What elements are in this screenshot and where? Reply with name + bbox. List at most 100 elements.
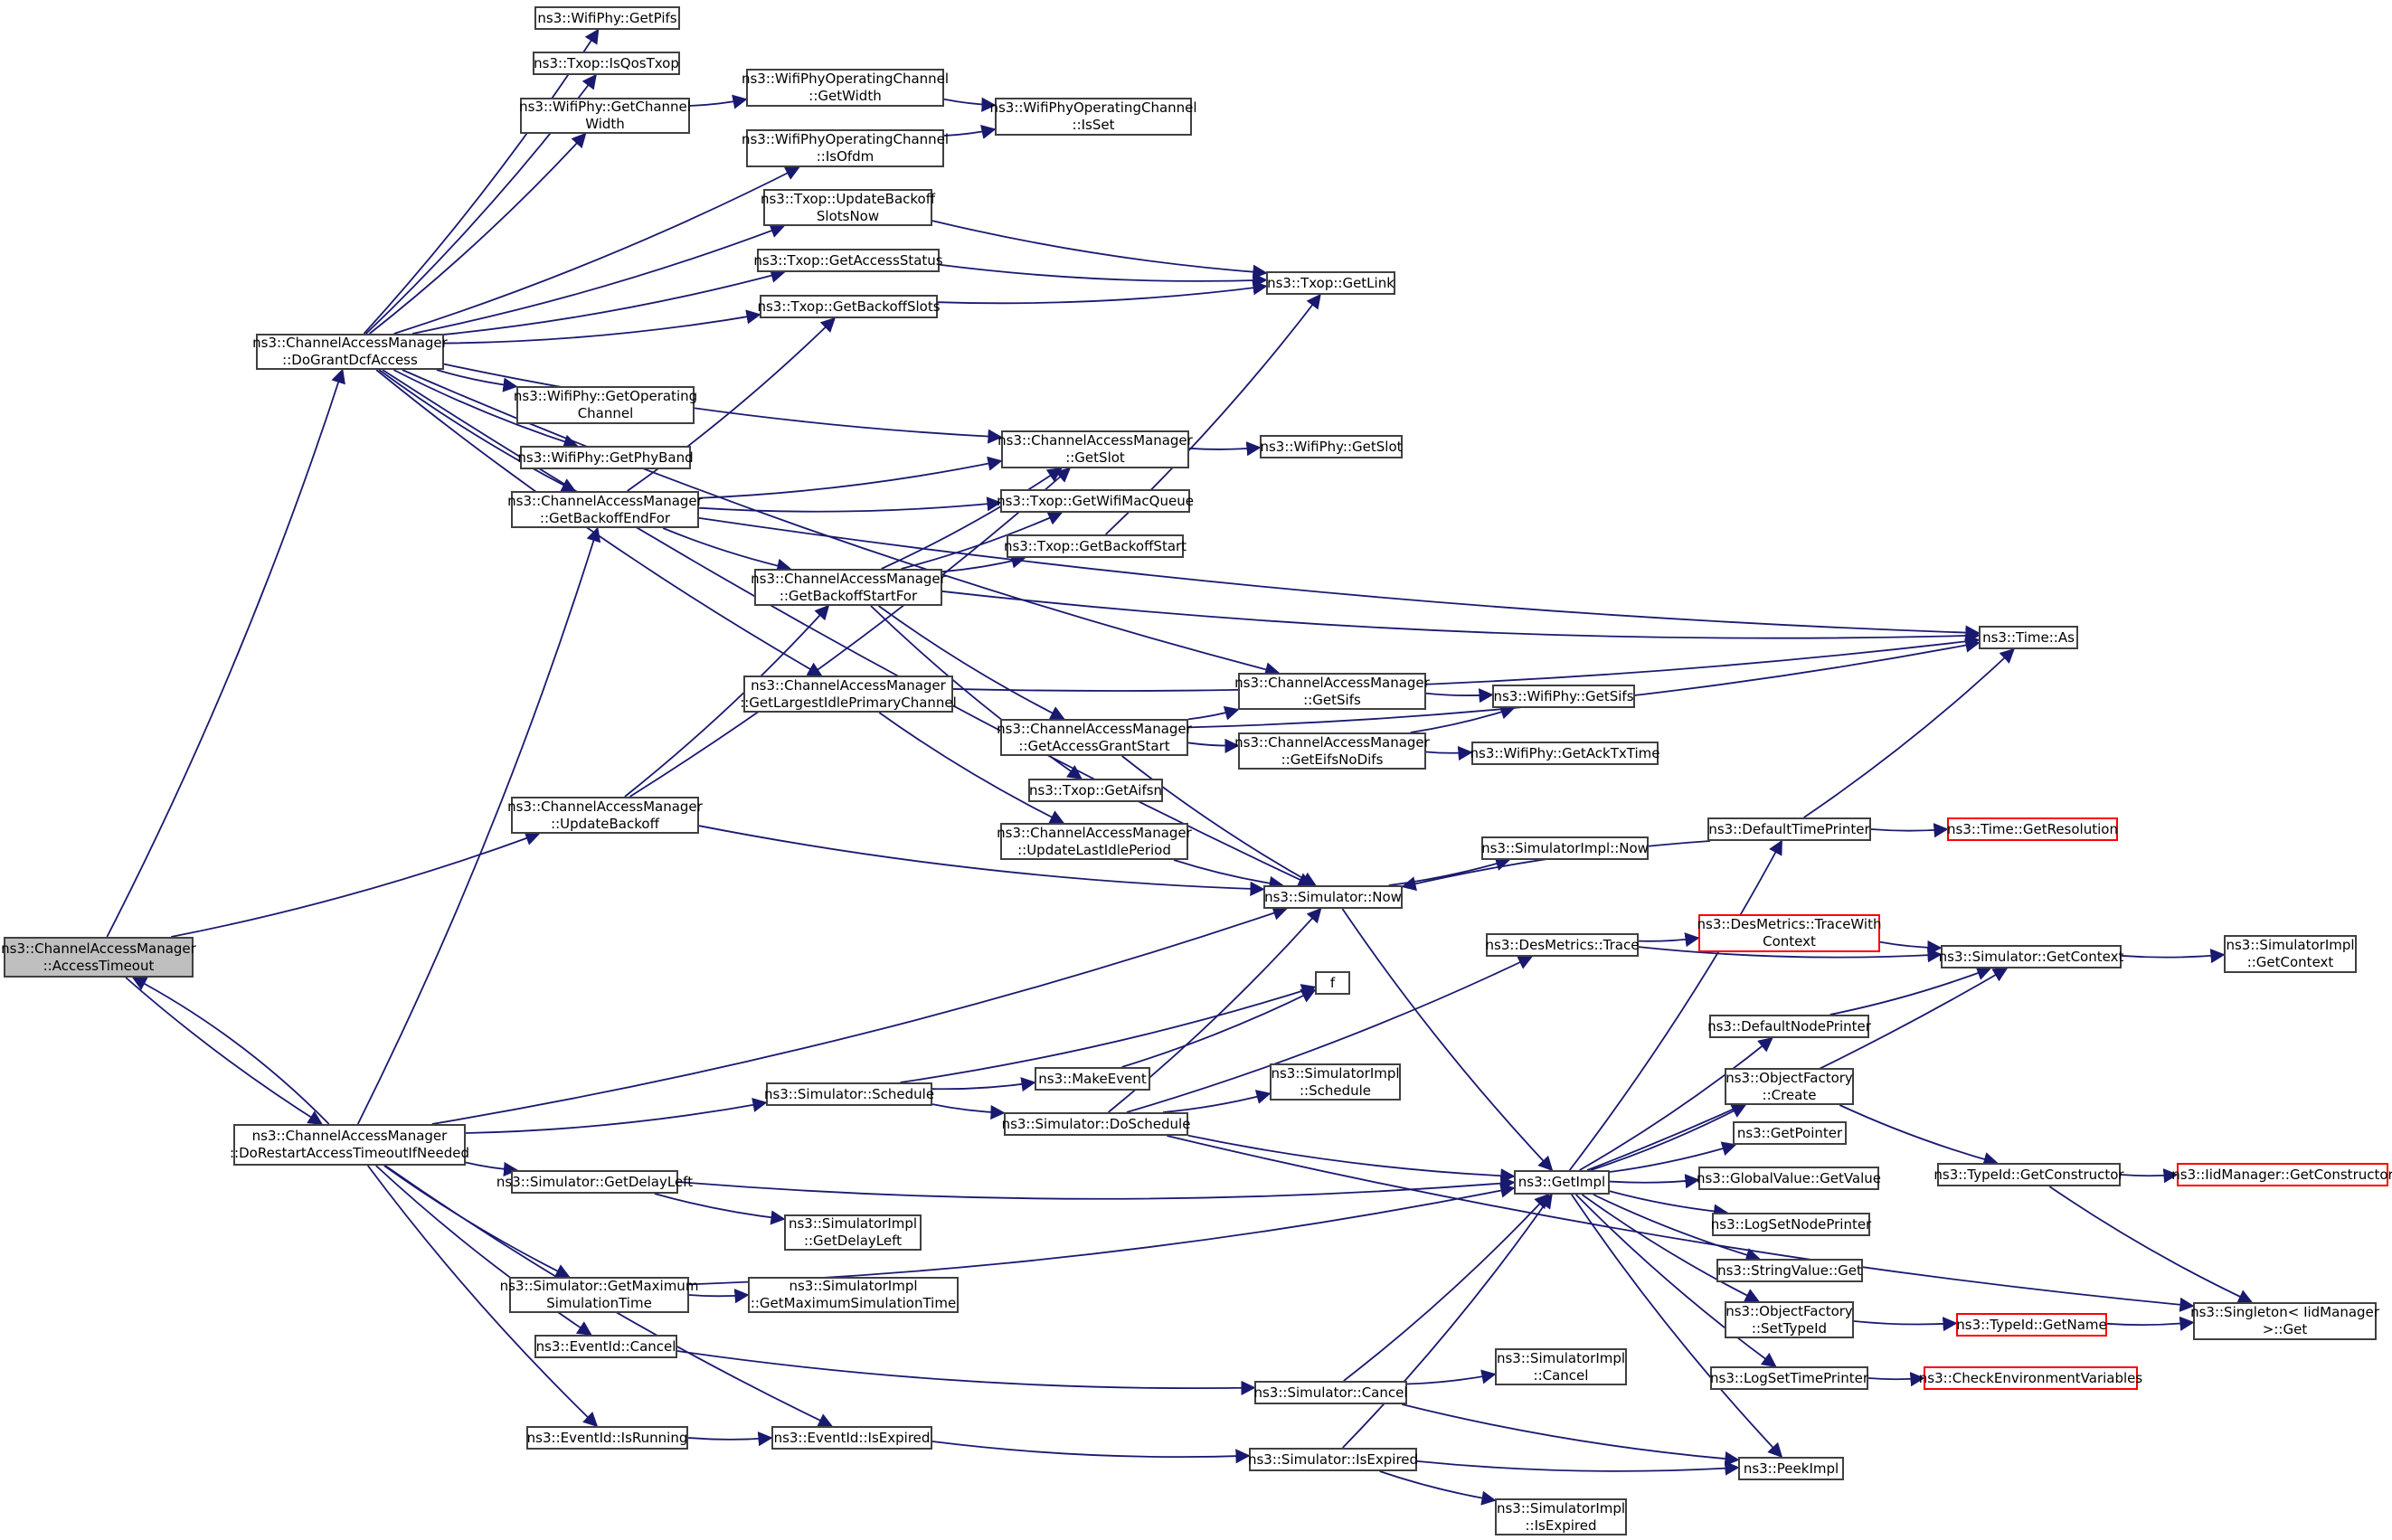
call-edge-SimSchedule-to-SimDoSchedule <box>931 1103 1006 1120</box>
node-peek-impl[interactable]: ns3::PeekImpl <box>1738 1457 1844 1480</box>
node-f[interactable]: f <box>1315 971 1350 995</box>
node-simulator-get-delay-left[interactable]: ns3::Simulator::GetDelayLeft <box>496 1170 693 1194</box>
call-edge-SimGetContext-to-ImplGetContext <box>2121 949 2226 964</box>
node-simulator-schedule[interactable]: ns3::Simulator::Schedule <box>764 1082 934 1106</box>
node-typeid-get-constructor[interactable]: ns3::TypeId::GetConstructor <box>1933 1163 2124 1186</box>
node-label: ns3::WifiPhyOperatingChannel ::IsOfdm <box>741 131 950 165</box>
node-cam-get-sifs[interactable]: ns3::ChannelAccessManager ::GetSifs <box>1234 673 1430 710</box>
node-label: ns3::WifiPhy::GetSifs <box>1493 687 1634 704</box>
node-event-id-is-running[interactable]: ns3::EventId::IsRunning <box>526 1426 688 1450</box>
node-global-value-get-value[interactable]: ns3::GlobalValue::GetValue <box>1696 1167 1882 1190</box>
node-simulatorimpl-get-context[interactable]: ns3::SimulatorImpl ::GetContext <box>2224 935 2357 973</box>
node-simulator-get-max-sim-time[interactable]: ns3::Simulator::GetMaximum SimulationTim… <box>500 1277 698 1313</box>
node-label: ns3::DesMetrics::Trace <box>1485 936 1640 953</box>
node-op-channel-is-ofdm[interactable]: ns3::WifiPhyOperatingChannel ::IsOfdm <box>742 129 949 167</box>
call-edge-GetImpl-to-LogSetTimePrinter <box>1575 1194 1777 1367</box>
node-get-access-grant-start[interactable]: ns3::ChannelAccessManager ::GetAccessGra… <box>997 719 1192 756</box>
node-simulator-do-schedule[interactable]: ns3::Simulator::DoSchedule <box>1002 1112 1190 1136</box>
node-get-backoff-slots[interactable]: ns3::Txop::GetBackoffSlots <box>757 295 941 318</box>
node-label: ns3::Simulator::GetContext <box>1938 948 2124 965</box>
node-wifiphy-get-slot[interactable]: ns3::WifiPhy::GetSlot <box>1260 435 1403 458</box>
node-simulatorimpl-schedule[interactable]: ns3::SimulatorImpl ::Schedule <box>1270 1063 1401 1101</box>
call-edge-SimSchedule-to-f <box>900 984 1317 1083</box>
node-log-set-node-printer[interactable]: ns3::LogSetNodePrinter <box>1711 1213 1871 1236</box>
node-update-last-idle-period[interactable]: ns3::ChannelAccessManager ::UpdateLastId… <box>997 823 1192 860</box>
node-simulator-get-context[interactable]: ns3::Simulator::GetContext <box>1938 945 2124 968</box>
node-check-environment-variables[interactable]: ns3::CheckEnvironmentVariables <box>1919 1366 2142 1390</box>
node-get-backoff-start[interactable]: ns3::Txop::GetBackoffStart <box>1004 534 1187 558</box>
node-simulator-now[interactable]: ns3::Simulator::Now <box>1263 885 1403 909</box>
node-default-node-printer[interactable]: ns3::DefaultNodePrinter <box>1707 1015 1871 1038</box>
node-desmetrics-trace[interactable]: ns3::DesMetrics::Trace <box>1486 933 1639 957</box>
node-string-value-get[interactable]: ns3::StringValue::Get <box>1716 1259 1863 1282</box>
call-edge-GetImpl-to-DefaultTimePrinter <box>1568 839 1782 1171</box>
call-edge-GetBackoffEndFor-to-GetWifiMacQueue <box>698 496 1002 513</box>
node-time-get-resolution[interactable]: ns3::Time::GetResolution <box>1947 817 2118 841</box>
node-simulatorimpl-now[interactable]: ns3::SimulatorImpl::Now <box>1481 836 1649 860</box>
node-iidmanager-get-constructor[interactable]: ns3::IidManager::GetConstructor <box>2171 1163 2392 1186</box>
node-label: ns3::Simulator::GetMaximum SimulationTim… <box>499 1278 699 1311</box>
call-edge-GetImpl-to-DefaultNodePrinter <box>1579 1036 1773 1171</box>
node-op-channel-is-set[interactable]: ns3::WifiPhyOperatingChannel ::IsSet <box>989 98 1197 136</box>
node-update-backoff-slots-now[interactable]: ns3::Txop::UpdateBackoff SlotsNow <box>760 189 936 226</box>
node-desmetrics-trace-with-context[interactable]: ns3::DesMetrics::TraceWith Context <box>1697 914 1882 952</box>
call-edge-GetImpl-to-PeekImpl <box>1571 1194 1783 1459</box>
call-edge-GetEifsNoDifs-to-PhyGetSifs <box>1410 704 1516 733</box>
node-get-eifs-no-difs[interactable]: ns3::ChannelAccessManager ::GetEifsNoDif… <box>1234 732 1430 770</box>
node-get-pifs[interactable]: ns3::WifiPhy::GetPifs <box>534 6 680 30</box>
node-op-channel-get-width[interactable]: ns3::WifiPhyOperatingChannel ::GetWidth <box>742 69 949 107</box>
call-edge-DoGrantDcfAccess-to-GetAccessStatus <box>443 268 786 335</box>
node-simulatorimpl-get-max-sim-time[interactable]: ns3::SimulatorImpl ::GetMaximumSimulatio… <box>748 1277 959 1313</box>
call-edge-SimSchedule-to-MakeEvent <box>931 1077 1036 1092</box>
call-edge-DoRestart-to-SimSchedule <box>465 1097 768 1134</box>
node-label: ns3::ChannelAccessManager ::GetSifs <box>1234 674 1430 708</box>
node-cam-get-slot[interactable]: ns3::ChannelAccessManager ::GetSlot <box>997 430 1193 468</box>
node-get-channel-width[interactable]: ns3::WifiPhy::GetChannel Width <box>519 98 691 134</box>
node-event-id-is-expired[interactable]: ns3::EventId::IsExpired <box>771 1426 932 1450</box>
call-edge-LogSetTimePrinter-to-CheckEnv <box>1867 1372 1925 1387</box>
call-edge-GetBackoffEndFor-to-TimeAs <box>698 516 1981 640</box>
node-label: ns3::ObjectFactory ::SetTypeId <box>1725 1302 1853 1337</box>
node-get-access-status[interactable]: ns3::Txop::GetAccessStatus <box>753 249 943 272</box>
node-get-operating-channel[interactable]: ns3::WifiPhy::GetOperating Channel <box>514 386 697 424</box>
node-get-ack-tx-time[interactable]: ns3::WifiPhy::GetAckTxTime <box>1470 742 1659 765</box>
node-typeid-get-name[interactable]: ns3::TypeId::GetName <box>1956 1313 2107 1337</box>
node-log-set-time-printer[interactable]: ns3::LogSetTimePrinter <box>1710 1366 1868 1390</box>
node-singleton-iidmanager-get[interactable]: ns3::Singleton< IidManager >::Get <box>2190 1302 2379 1340</box>
node-label: ns3::ObjectFactory ::Create <box>1725 1069 1853 1103</box>
node-make-event[interactable]: ns3::MakeEvent <box>1035 1067 1150 1091</box>
node-time-as[interactable]: ns3::Time::As <box>1979 626 2078 649</box>
node-default-time-printer[interactable]: ns3::DefaultTimePrinter <box>1707 817 1871 841</box>
node-do-grant-dcf-access[interactable]: ns3::ChannelAccessManager ::DoGrantDcfAc… <box>252 334 448 370</box>
node-get-phy-band[interactable]: ns3::WifiPhy::GetPhyBand <box>517 446 694 469</box>
node-event-id-cancel[interactable]: ns3::EventId::Cancel <box>534 1335 677 1358</box>
node-is-qos-txop[interactable]: ns3::Txop::IsQosTxop <box>533 52 680 75</box>
node-simulatorimpl-is-expired[interactable]: ns3::SimulatorImpl ::IsExpired <box>1495 1498 1627 1535</box>
call-edge-GetImpl-to-StringValueGet <box>1593 1194 1761 1262</box>
node-get-link[interactable]: ns3::Txop::GetLink <box>1266 271 1395 295</box>
call-edge-SimIsExpired-to-PeekImpl <box>1416 1460 1740 1476</box>
node-object-factory-create[interactable]: ns3::ObjectFactory ::Create <box>1725 1068 1854 1105</box>
node-simulatorimpl-cancel[interactable]: ns3::SimulatorImpl ::Cancel <box>1495 1348 1627 1385</box>
node-label: ns3::ChannelAccessManager ::GetEifsNoDif… <box>1234 733 1430 768</box>
call-edge-GetBackoffEndFor-to-GetBackoffStartFor <box>662 527 792 573</box>
node-label: ns3::SimulatorImpl ::Cancel <box>1496 1349 1626 1384</box>
node-do-restart-access-timeout[interactable]: ns3::ChannelAccessManager ::DoRestartAcc… <box>230 1124 469 1166</box>
node-label: ns3::GlobalValue::GetValue <box>1696 1169 1882 1186</box>
node-get-aifsn[interactable]: ns3::Txop::GetAifsn <box>1028 779 1163 802</box>
node-simulator-cancel[interactable]: ns3::Simulator::Cancel <box>1253 1381 1408 1404</box>
node-get-impl[interactable]: ns3::GetImpl <box>1514 1170 1610 1195</box>
node-simulatorimpl-get-delay-left[interactable]: ns3::SimulatorImpl ::GetDelayLeft <box>784 1214 922 1251</box>
node-get-backoff-start-for[interactable]: ns3::ChannelAccessManager ::GetBackoffSt… <box>751 569 946 606</box>
node-wifiphy-get-sifs[interactable]: ns3::WifiPhy::GetSifs <box>1492 685 1635 708</box>
node-get-backoff-end-for[interactable]: ns3::ChannelAccessManager ::GetBackoffEn… <box>507 491 703 528</box>
node-update-backoff[interactable]: ns3::ChannelAccessManager ::UpdateBackof… <box>507 797 703 834</box>
node-object-factory-set-typeid[interactable]: ns3::ObjectFactory ::SetTypeId <box>1725 1301 1854 1338</box>
node-get-largest-idle-primary-channel[interactable]: ns3::ChannelAccessManager ::GetLargestId… <box>740 676 957 713</box>
node-label: ns3::Txop::UpdateBackoff SlotsNow <box>760 190 936 224</box>
node-get-pointer[interactable]: ns3::GetPointer <box>1733 1121 1847 1145</box>
node-simulator-is-expired[interactable]: ns3::Simulator::IsExpired <box>1248 1448 1418 1471</box>
call-edge-GetImpl-to-LogSetNodePrinter <box>1609 1190 1729 1219</box>
call-edge-AccessTimeout-to-UpdateBackoff <box>171 831 541 938</box>
node-get-wifi-mac-queue[interactable]: ns3::Txop::GetWifiMacQueue <box>997 489 1194 513</box>
